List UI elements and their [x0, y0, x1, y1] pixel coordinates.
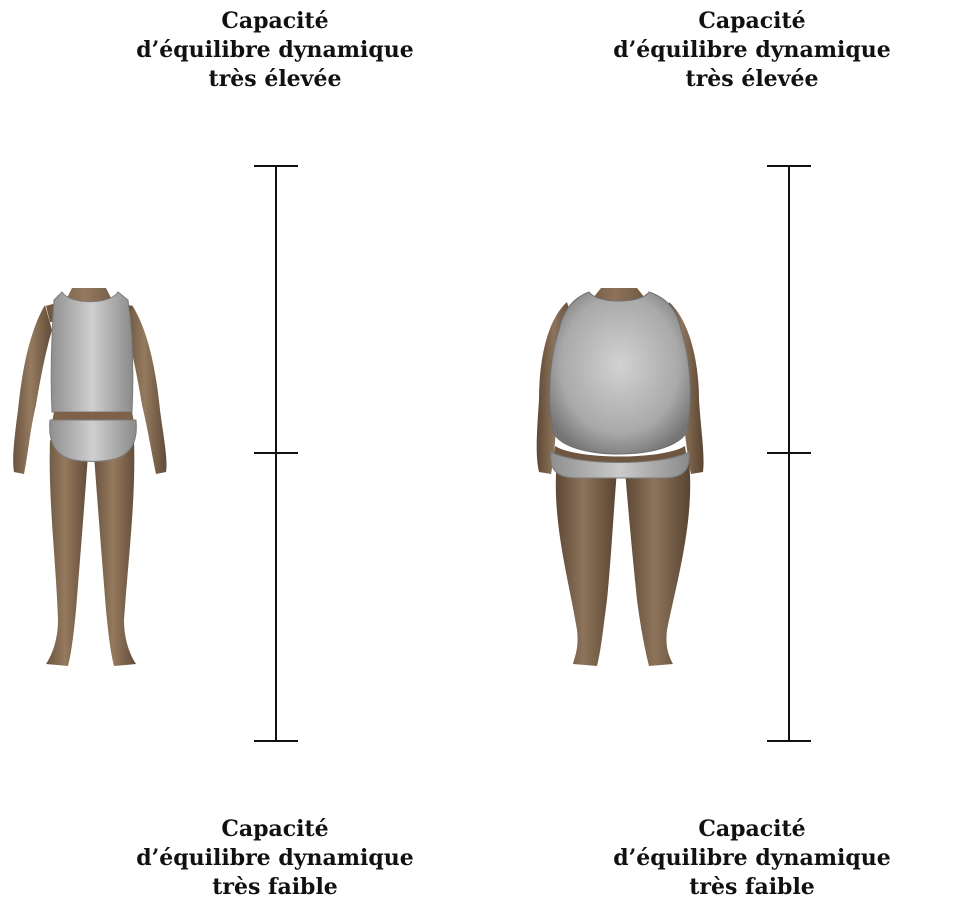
panel-normal-weight: Capacité d’équilibre dynamique très élev…: [0, 0, 476, 899]
label-line: d’équilibre dynamique: [582, 844, 922, 873]
label-line: d’équilibre dynamique: [105, 844, 445, 873]
label-line: très faible: [105, 873, 445, 902]
label-bottom-very-low: Capacité d’équilibre dynamique très faib…: [105, 815, 445, 902]
label-line: Capacité: [582, 815, 922, 844]
label-line: très faible: [582, 873, 922, 902]
label-bottom-very-low: Capacité d’équilibre dynamique très faib…: [582, 815, 922, 902]
balance-scale-axis: [0, 0, 476, 899]
label-line: Capacité: [105, 815, 445, 844]
panel-obese: Capacité d’équilibre dynamique très élev…: [477, 0, 953, 899]
balance-scale-axis: [477, 0, 953, 899]
